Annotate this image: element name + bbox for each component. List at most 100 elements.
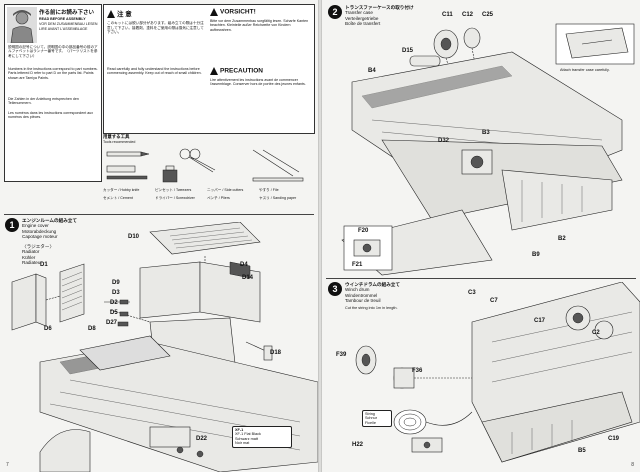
part-label-b5: B5 [578, 448, 586, 454]
section-divider [4, 214, 314, 215]
intro-body-fr: Les numéros dans les instructions corres… [8, 111, 94, 120]
step-2-en: Transfer case [345, 10, 373, 16]
caution-jp-body: このキットには鋭い部分があります。組み立ての際は十分注意して下さい。接着剤、塗料… [107, 21, 204, 35]
paint-callout: XF-1 XF-1 Flat Black Schwarz matt Noir m… [232, 426, 292, 448]
step-1-header: エンジンルームの組み立て Engine cover Motorabdeckung… [22, 218, 77, 240]
part-label-c3: C3 [468, 290, 476, 296]
part-label-b3: B3 [482, 130, 490, 136]
part-label-d3: D3 [112, 290, 120, 296]
part-label-d14: D14 [242, 275, 254, 281]
tool-item: ニッパー / Side cutters [207, 188, 244, 192]
step-2-header: トランスファーケースの取り付け Transfer case Verteilerg… [345, 5, 414, 27]
radiator-jp: 〈ラジエター〉 [22, 244, 55, 249]
part-label-f21: F21 [352, 262, 363, 268]
tool-item: カッター / Hobby knife [103, 188, 140, 192]
chassis-frame [39, 335, 318, 472]
tools-title-jp: 用意する工具 [103, 134, 130, 139]
winch-drum-diagram [355, 282, 640, 463]
part-label-h22: H22 [352, 442, 364, 448]
part-label-d9: D9 [112, 280, 120, 286]
tool-item: セメント / Cement [103, 196, 133, 201]
intro-jp-title: 作る前にお読み下さい [39, 10, 95, 16]
intro-body-jp: 説明図の記号について。説明図の中の部品番号の前のアルファベットはランナー番号です… [8, 45, 98, 58]
left-page-number: 7 [6, 462, 9, 468]
paint-code: XF-1 [235, 428, 244, 432]
part-label-f39: F39 [336, 352, 347, 358]
tools-illustration [106, 148, 304, 183]
right-page: 2 トランスファーケースの取り付け Transfer case Verteile… [322, 0, 640, 472]
step-1-fr: Capotage moteur [22, 234, 58, 240]
part-label-c25: C25 [482, 12, 494, 18]
part-label-b2: B2 [558, 236, 566, 242]
caution-de-body: Bitte vor dem Zusammenbau sorgfältig les… [210, 19, 309, 32]
string-callout: String Schnur Ficelle [362, 410, 392, 428]
radiator-fr: Radiateur [22, 260, 42, 266]
step-3-number: 3 [328, 282, 342, 296]
step-2-fr: Boîte de transfert [345, 21, 381, 27]
step-2-number: 2 [328, 5, 342, 19]
chassis-frame [341, 51, 623, 276]
part-label-f36: F36 [412, 368, 423, 374]
step-3-header: ウインチドラムの組み立て Winch drum Windentrommel Ta… [345, 282, 400, 304]
tool-item: ピンセット / Tweezers [155, 188, 192, 192]
caution-fr-title: PRECAUTION [220, 67, 263, 75]
step-1-number: 1 [5, 218, 19, 232]
step-1-en: Engine cover [22, 223, 49, 229]
part-label-d22: D22 [196, 436, 208, 442]
warning-icon [107, 10, 115, 19]
caution-de-section: VORSICHT! Bitte vor dem Zusammenbau sorg… [210, 8, 310, 32]
intro-fr-title: LIRE AVANT L'ASSEMBLAGE [39, 27, 88, 31]
soldier-figure [7, 7, 37, 43]
part-label-c11: C11 [442, 12, 453, 18]
part-label-c2: C2 [592, 330, 600, 336]
intro-de-title: VOR DEM ZUSAMMENBAU LESEN [39, 22, 98, 26]
caution-de-title: VORSICHT! [220, 8, 256, 16]
step-3-jp: ウインチドラムの組み立て [345, 282, 400, 287]
radiator-part [11, 263, 85, 331]
book-gutter [318, 0, 322, 472]
warning-icon [210, 67, 218, 75]
chassis-frame [471, 282, 640, 463]
right-page-number: 8 [631, 462, 634, 468]
tool-item: やすり / File [259, 188, 279, 192]
left-page: 作る前にお読み下さい READ BEFORE ASSEMBLY VOR DEM … [0, 0, 318, 472]
tools-section: 用意する工具 Tools recommended カッター / Hobby kn… [103, 134, 313, 212]
step-2-jp: トランスファーケースの取り付け [345, 5, 414, 10]
part-label-d8: D8 [88, 326, 96, 332]
part-label-d15: D15 [402, 48, 414, 54]
part-label-d18: D18 [270, 350, 282, 356]
tools-list: カッター / Hobby knife ピンセット / Tweezers ニッパー… [103, 188, 313, 201]
caution-en-body: Read carefully and fully understand the … [107, 67, 202, 76]
step-3-en: Winch drum [345, 287, 370, 293]
step-3-tip: Cut the string into 1m in length. [345, 306, 398, 310]
warning-icon [210, 8, 218, 16]
radiator-de: Kühler [22, 254, 36, 260]
part-label-d4: D4 [240, 262, 248, 268]
tool-item: ドライバー / Screwdriver [155, 196, 195, 201]
part-label-d6: D6 [44, 326, 52, 332]
caution-jp-section: 注 意 このキットには鋭い部分があります。組み立ての際は十分注意して下さい。接着… [107, 8, 207, 35]
part-label-c7: C7 [490, 298, 498, 304]
tools-title-en: Tools recommended [103, 140, 136, 144]
step-2-de: Verteilergetriebe [345, 15, 379, 21]
radiator-en: Radiator [22, 249, 40, 255]
caution-box: 注 意 このキットには鋭い部分があります。組み立ての際は十分注意して下さい。接着… [103, 4, 315, 134]
step-2-tip: Attach transfer case carefully. [560, 68, 610, 72]
part-label-d32: D32 [438, 138, 450, 144]
step-3-fr: Tambour de treuil [345, 298, 381, 304]
section-divider [326, 278, 636, 279]
caution-jp-title: 注 意 [117, 11, 132, 18]
part-label-f20: F20 [358, 228, 369, 234]
caution-fr-body: Lire attentivement les instructions avan… [210, 78, 306, 87]
side-panel [139, 261, 201, 319]
tool-item: ヤスリ / Sanding paper [259, 196, 297, 201]
paint-description: XF-1 Flat Black Schwarz matt Noir mat [235, 432, 261, 446]
part-label-d5: D5 [110, 310, 118, 316]
part-label-c12: C12 [462, 12, 474, 18]
step-1-de: Motorabdeckung [22, 228, 57, 234]
intro-en-title: READ BEFORE ASSEMBLY [39, 17, 86, 21]
radiator-label: 〈ラジエター〉 Radiator Kühler Radiateur [22, 244, 54, 266]
part-label-d10: D10 [128, 234, 140, 240]
intro-body-de: Die Zahlen in der Anleitung entsprechen … [8, 97, 79, 106]
